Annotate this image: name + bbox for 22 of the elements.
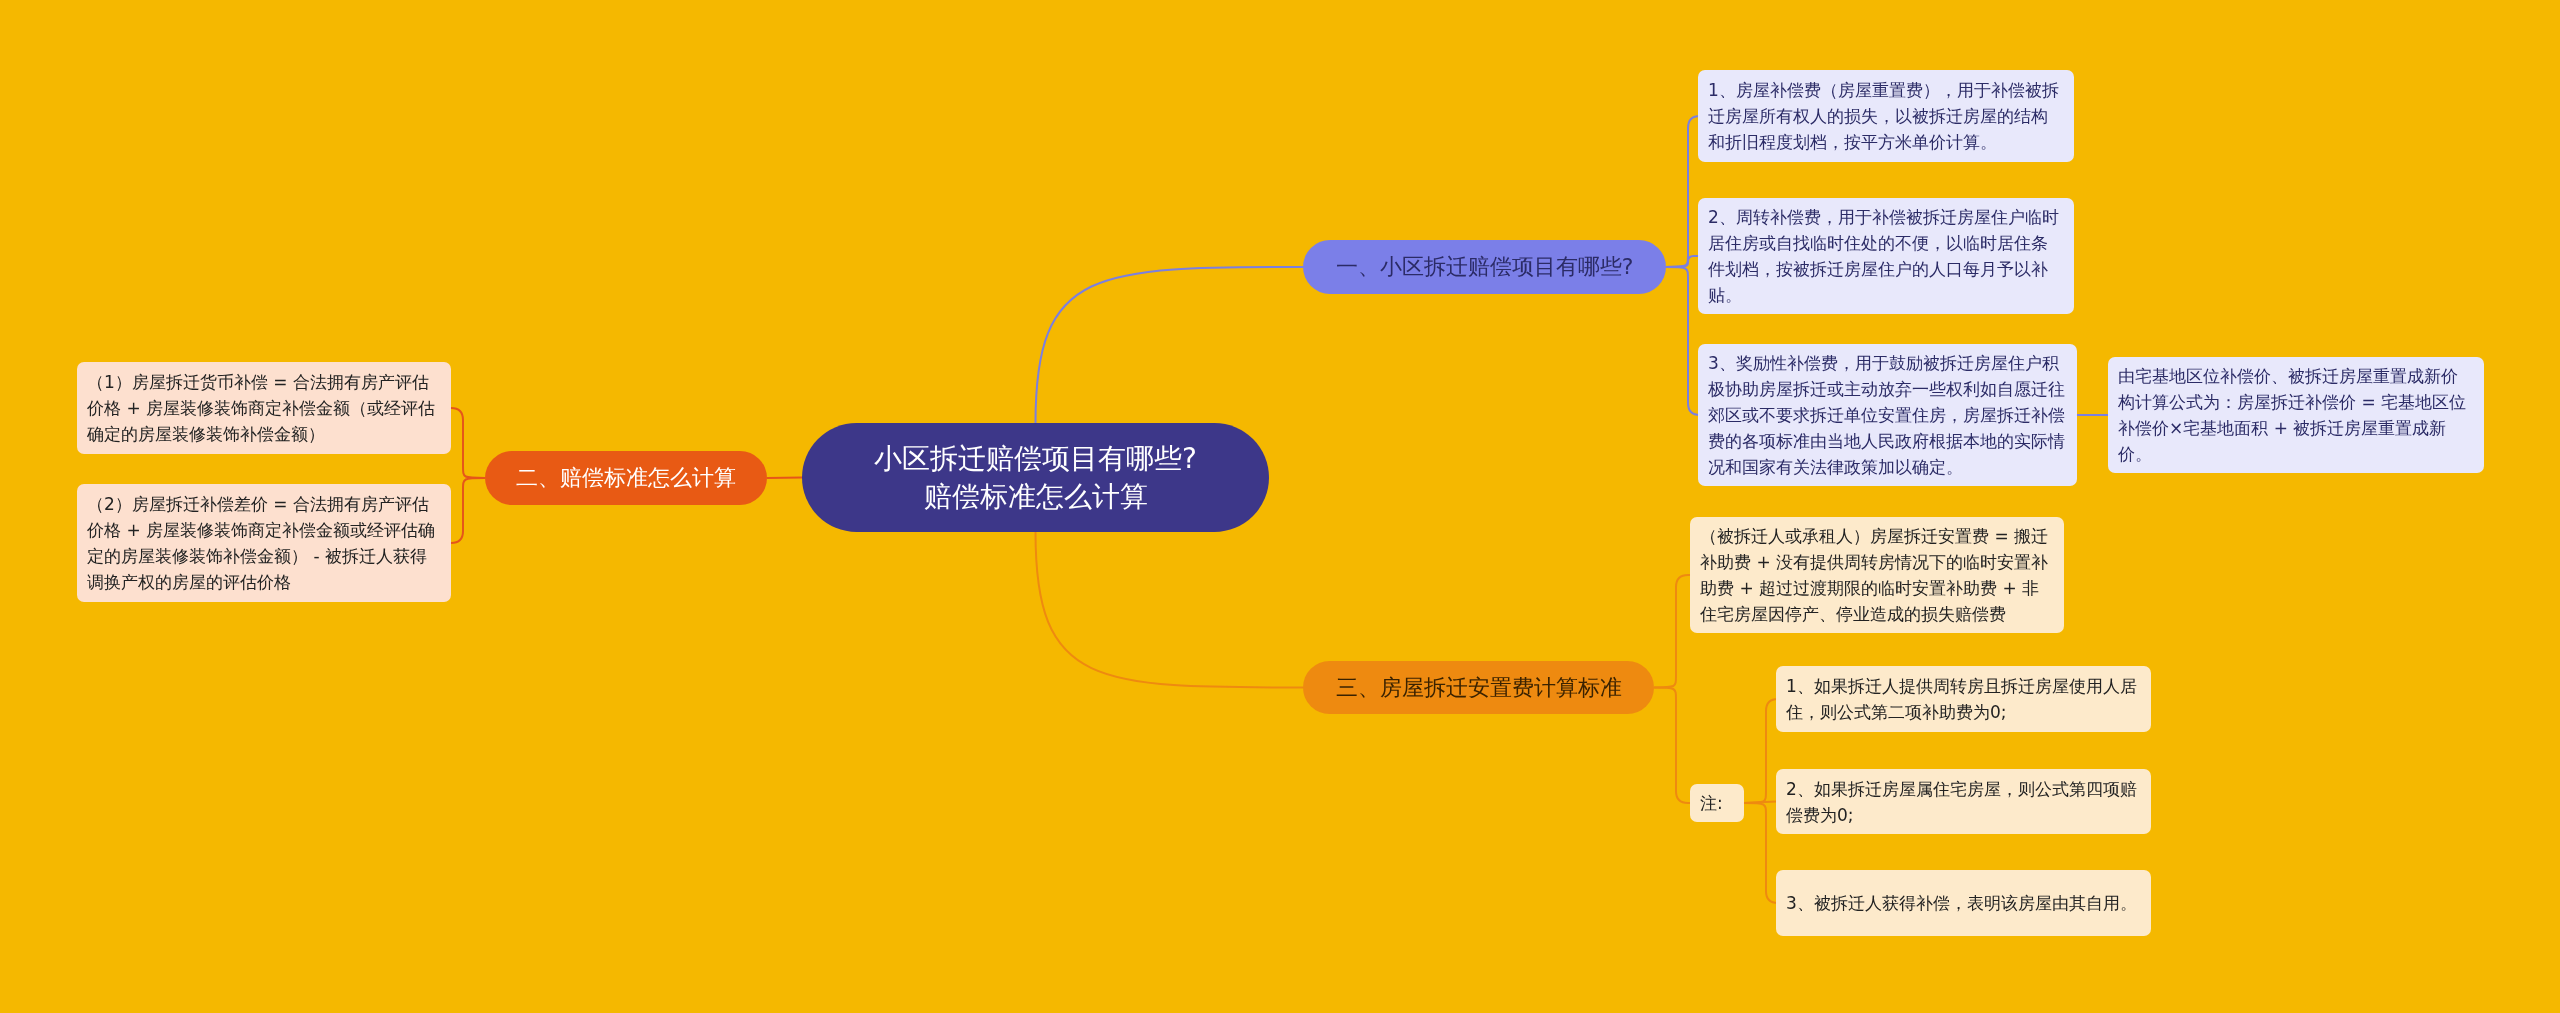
- central-topic: 小区拆迁赔偿项目有哪些?赔偿标准怎么计算: [802, 423, 1269, 532]
- branch-topic: 二、赔偿标准怎么计算: [485, 451, 767, 505]
- connector-line: [2076, 414, 2109, 416]
- leaf-card: 由宅基地区位补偿价、被拆迁房屋重置成新价构计算公式为：房屋拆迁补偿价 = 宅基地区位补偿价×宅基地面积 + 被拆迁房屋重置成新价。: [2108, 357, 2484, 473]
- leaf-card: 3、被拆迁人获得补偿，表明该房屋由其自用。: [1776, 870, 2151, 936]
- leaf-card: 3、奖励性补偿费，用于鼓励被拆迁房屋住户积极协助房屋拆迁或主动放弃一些权利如自愿迁往郊区或不要求拆迁单位安置住房，房屋拆迁补偿费的各项标准由当地人民政府根据本地的实际情况和国家有关法律政策加以确定。: [1698, 344, 2077, 486]
- leaf-card: 2、如果拆迁房屋属住宅房屋，则公式第四项赔偿费为0;: [1776, 769, 2151, 834]
- leaf-card: 2、周转补偿费，用于补偿被拆迁房屋住户临时居住房或自找临时住处的不便，以临时居住条件划档，按被拆迁房屋住户的人口每月予以补贴。: [1698, 198, 2074, 314]
- connector-line: [1653, 686, 1691, 804]
- connector-line: [1034, 266, 1304, 424]
- leaf-card: （1）房屋拆迁货币补偿 = 合法拥有房产评估价格 + 房屋装修装饰商定补偿金额（或经评估确定的房屋装修装饰补偿金额）: [77, 362, 451, 454]
- leaf-card: （2）房屋拆迁补偿差价 = 合法拥有房产评估价格 + 房屋装修装饰商定补偿金额或经评估确定的房屋装修装饰补偿金额） - 被拆迁人获得调换产权的房屋的评估价格: [77, 484, 451, 602]
- connector-line: [450, 477, 486, 544]
- connector-line: [1653, 574, 1691, 689]
- branch-topic: 三、房屋拆迁安置费计算标准: [1303, 661, 1654, 714]
- branch-topic: 一、小区拆迁赔偿项目有哪些?: [1303, 240, 1666, 294]
- leaf-card: 注:: [1690, 784, 1744, 822]
- leaf-card: 1、如果拆迁人提供周转房且拆迁房屋使用人居住，则公式第二项补助费为0;: [1776, 666, 2151, 732]
- leaf-card: 1、房屋补偿费（房屋重置费），用于补偿被拆迁房屋所有权人的损失，以被拆迁房屋的结构和折旧程度划档，按平方米单价计算。: [1698, 70, 2074, 162]
- leaf-card: （被拆迁人或承租人）房屋拆迁安置费 = 搬迁补助费 + 没有提供周转房情况下的临时安置补助费 + 超过过渡期限的临时安置补助费 + 非住宅房屋因停产、停业造成的损失赔偿费: [1690, 517, 2064, 633]
- connector-line: [1034, 531, 1304, 689]
- connector-line: [766, 476, 803, 479]
